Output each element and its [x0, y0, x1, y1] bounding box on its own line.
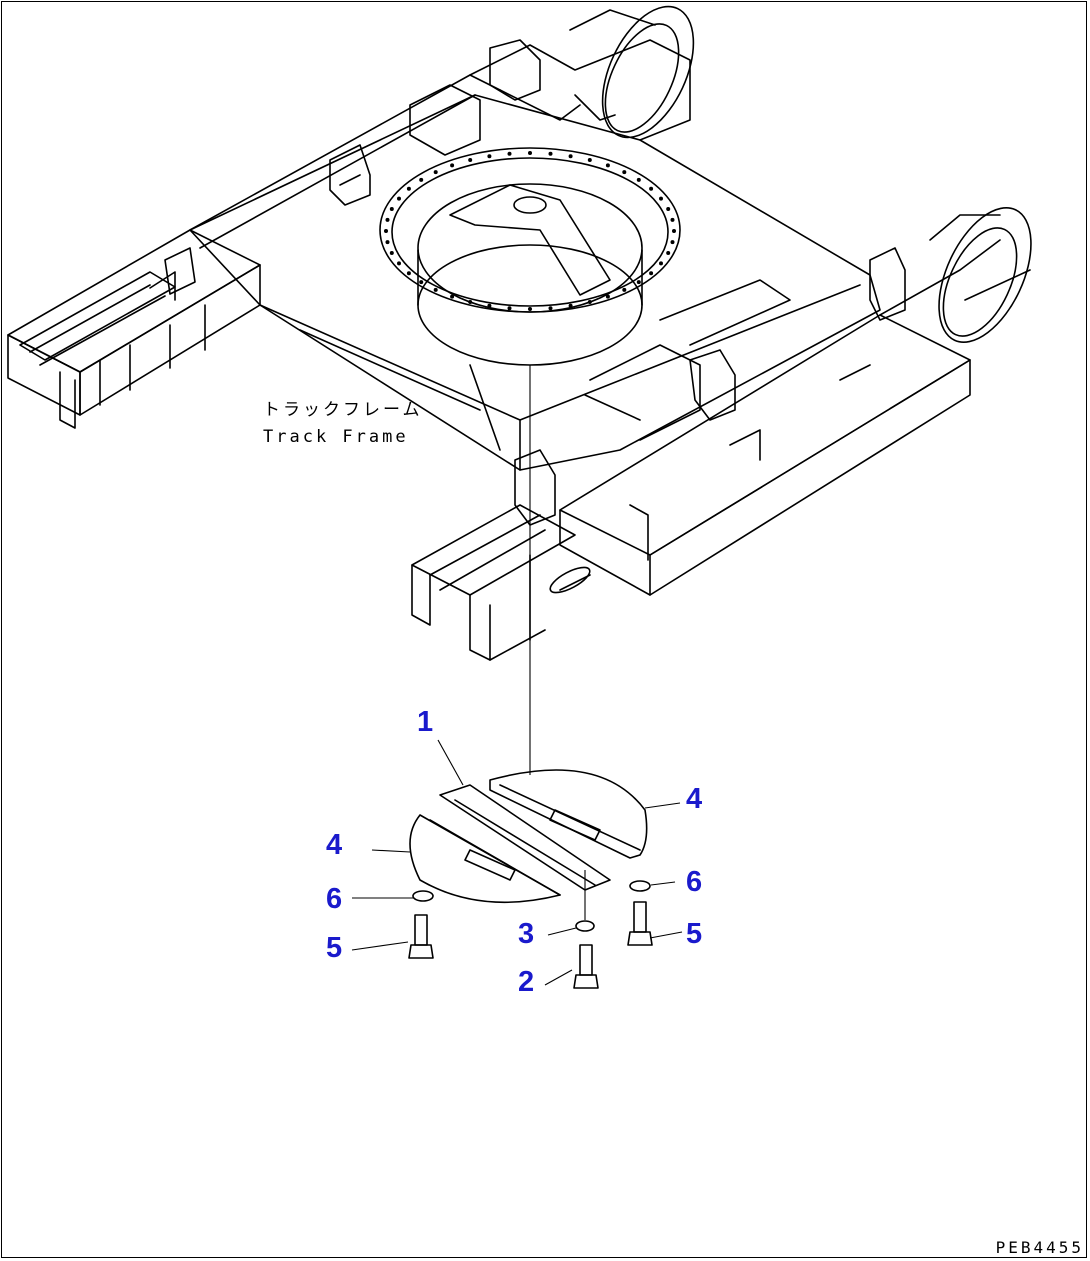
track-frame-caption-en: Track Frame [263, 427, 409, 447]
ring-bolt-hole [670, 240, 675, 245]
ring-bolt-hole [649, 186, 654, 191]
washer-left [412, 890, 434, 902]
ring-bolt-hole [528, 151, 532, 155]
ring-bolt-hole [528, 307, 532, 311]
ring-bolt-hole [548, 306, 553, 311]
ring-bolt-hole [605, 163, 610, 168]
ring-bolt-hole [450, 294, 455, 299]
front-idler-drum-right [929, 206, 1032, 344]
ring-bolt-hole [389, 251, 394, 255]
rear-idler-drum-top [569, 5, 695, 139]
ring-bolt-hole [419, 280, 424, 285]
right-side-frame [559, 239, 1031, 596]
bolt-right [627, 901, 653, 946]
ring-bolt-hole [568, 303, 573, 308]
ring-bolt-hole [568, 154, 573, 159]
washer-right [629, 880, 651, 892]
bolt-center [573, 944, 599, 989]
ring-bolt-hole [468, 300, 473, 304]
center-body [189, 94, 881, 471]
washer-center [575, 920, 595, 932]
callout-4-left: 4 [326, 829, 343, 861]
ring-bolt-hole [666, 251, 671, 255]
ring-bolt-hole [622, 170, 627, 175]
ring-bolt-hole [666, 207, 671, 211]
ring-bolt-hole [385, 240, 390, 245]
ring-bolt-hole [507, 306, 512, 311]
ring-bolt-hole [548, 151, 553, 156]
drawing-code: PEB4455 [995, 1238, 1084, 1257]
carrier-roller-brackets [514, 247, 906, 526]
ring-bolt-hole [487, 303, 492, 308]
ring-bolt-hole [468, 158, 473, 162]
callout-6-left: 6 [326, 883, 343, 915]
ring-bolt-hole [587, 158, 592, 162]
callout-5-left: 5 [326, 932, 343, 964]
ring-bolt-hole [605, 294, 610, 299]
ring-bolt-hole [659, 261, 663, 266]
ring-bolt-hole [659, 196, 663, 201]
rear-cross-member [329, 39, 691, 206]
ring-bolt-hole [419, 177, 424, 182]
ring-bolt-hole [507, 151, 512, 156]
cover-assembly [351, 739, 683, 989]
callout-1: 1 [417, 706, 434, 738]
ring-bolt-hole [433, 287, 438, 292]
ring-bolt-hole [622, 287, 627, 292]
bolt-left [408, 914, 434, 959]
ring-bolt-hole [636, 177, 641, 182]
callout-5-right: 5 [686, 918, 703, 950]
ring-bolt-hole [670, 217, 675, 222]
track-frame [7, 5, 1032, 775]
ring-bolt-hole [397, 261, 401, 266]
left-side-frame [7, 74, 501, 429]
ring-bolt-hole [487, 154, 492, 159]
ring-bolt-hole [397, 196, 401, 201]
ring-bolt-hole [636, 280, 641, 285]
ring-bolt-hole [406, 186, 411, 191]
cover-plate-left [409, 814, 561, 904]
cover-plate-right [489, 769, 648, 859]
ring-bolt-hole [385, 217, 390, 222]
swing-circle [379, 147, 681, 366]
ring-bolt-hole [384, 229, 388, 233]
callout-6-right: 6 [686, 866, 703, 898]
callout-3: 3 [518, 918, 535, 950]
ring-bolt-hole [450, 163, 455, 168]
ring-bolt-hole [406, 271, 411, 276]
track-frame-caption-jp: トラックフレーム [263, 400, 423, 420]
front-beam-end [411, 504, 591, 661]
ring-bolt-hole [649, 271, 654, 276]
ring-bolt-hole [389, 207, 394, 211]
ring-bolt-hole [587, 300, 592, 304]
ring-bolt-hole [433, 170, 438, 175]
ring-bolt-hole [672, 229, 676, 233]
callout-4-right: 4 [686, 783, 703, 815]
center-cover-strip [439, 784, 611, 891]
callout-2: 2 [518, 966, 535, 998]
